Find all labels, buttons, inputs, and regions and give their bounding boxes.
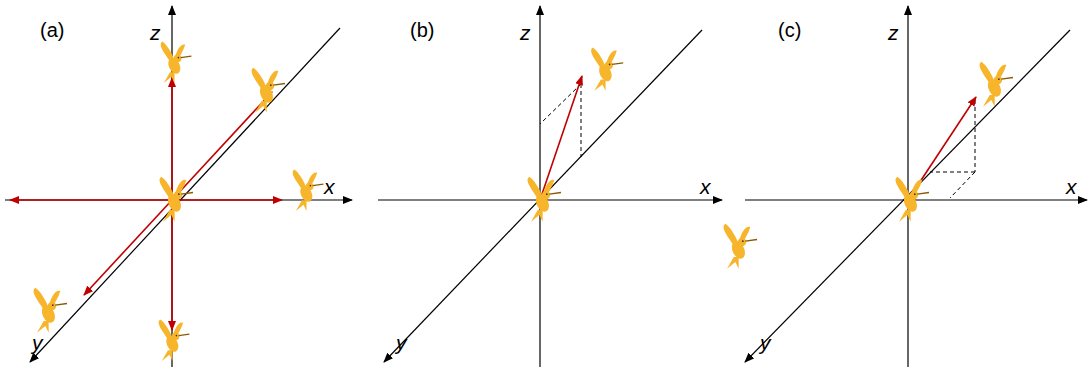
panel-label: (b) bbox=[410, 20, 434, 40]
axis-label: y bbox=[760, 332, 771, 353]
panel-label: (a) bbox=[40, 20, 64, 40]
axis-label: y bbox=[32, 332, 43, 353]
panel-label: (c) bbox=[778, 20, 801, 40]
axis-label: x bbox=[1066, 176, 1077, 197]
axis-label: z bbox=[520, 22, 531, 43]
axis-label: y bbox=[396, 332, 407, 353]
axis-label: x bbox=[700, 176, 711, 197]
axis-label: x bbox=[324, 176, 335, 197]
axis-label: z bbox=[888, 22, 899, 43]
axis-label: z bbox=[150, 22, 161, 43]
